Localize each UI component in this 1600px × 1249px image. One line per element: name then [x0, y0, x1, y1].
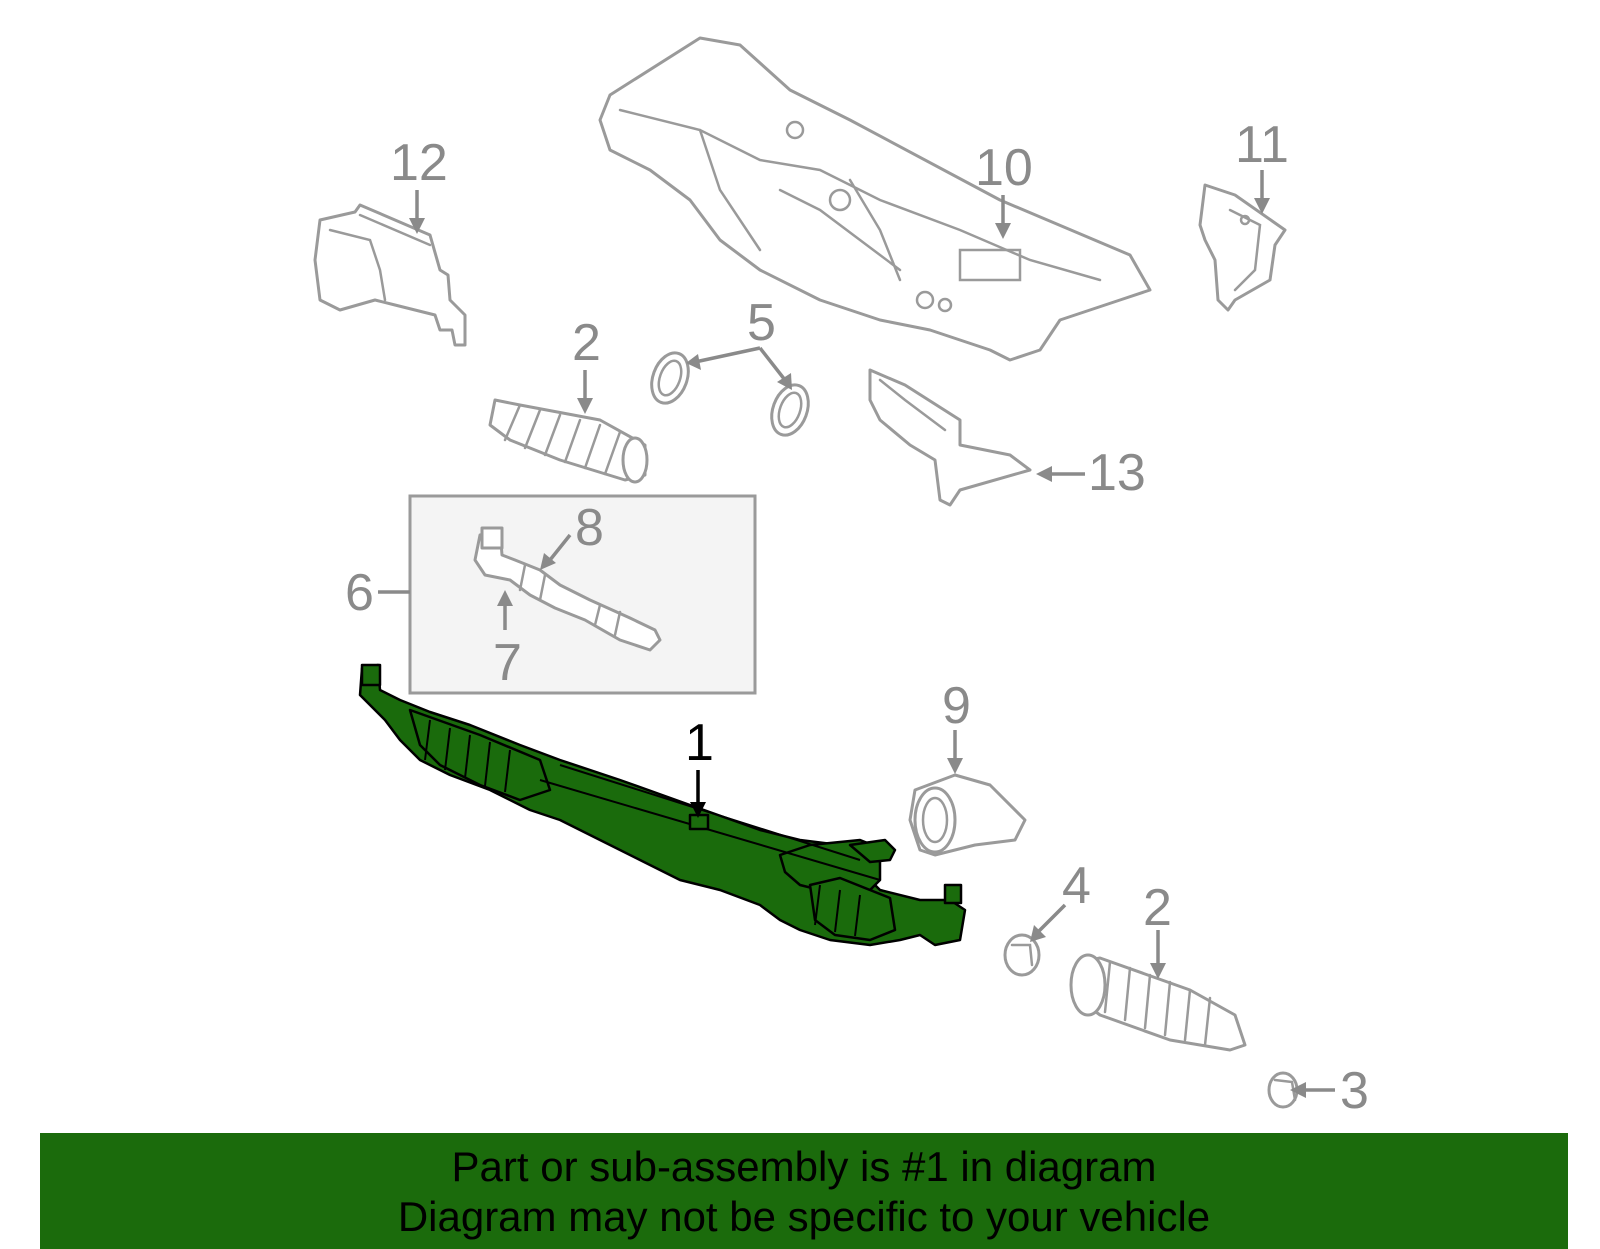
callout-12: 12: [390, 134, 448, 192]
part-13-bracket[interactable]: [868, 368, 1032, 507]
callout-13: 13: [1088, 444, 1146, 502]
callout-10: 10: [975, 139, 1033, 197]
part-1-steering-rack[interactable]: [358, 663, 967, 947]
callout-4: 4: [1062, 857, 1091, 915]
inset-tie-rod-end: [408, 494, 757, 695]
part-10-crossmember[interactable]: [598, 36, 1152, 362]
callout-6: 6: [345, 564, 374, 622]
callout-1: 1: [685, 714, 714, 772]
part-3-clip[interactable]: [1267, 1071, 1299, 1109]
part-5-o-rings[interactable]: [645, 348, 815, 440]
callout-2-upper: 2: [572, 314, 601, 372]
leader-lines: [378, 170, 1335, 1098]
callout-3: 3: [1340, 1062, 1369, 1120]
banner-part-note: Part or sub-assembly is #1 in diagram: [451, 1143, 1157, 1190]
callout-5: 5: [747, 294, 776, 352]
parts-diagram: 1 2 2 3 4 5 6 7 8 9 10 11 12 13: [313, 36, 1369, 1120]
callout-11: 11: [1235, 116, 1289, 174]
info-banner: Part or sub-assembly is #1 in diagram Di…: [40, 1133, 1568, 1249]
part-2-boot-lower[interactable]: [1069, 953, 1247, 1052]
callout-7: 7: [493, 634, 522, 692]
banner-disclaimer: Diagram may not be specific to your vehi…: [397, 1193, 1211, 1240]
part-9-cover[interactable]: [908, 773, 1027, 857]
callout-9: 9: [942, 677, 971, 735]
part-12-heat-shield[interactable]: [313, 203, 467, 347]
part-11-bracket[interactable]: [1198, 183, 1287, 312]
callout-8: 8: [575, 499, 604, 557]
part-4-clamp[interactable]: [1003, 933, 1041, 977]
part-2-boot-upper[interactable]: [488, 398, 649, 484]
callout-2-lower: 2: [1143, 879, 1172, 937]
